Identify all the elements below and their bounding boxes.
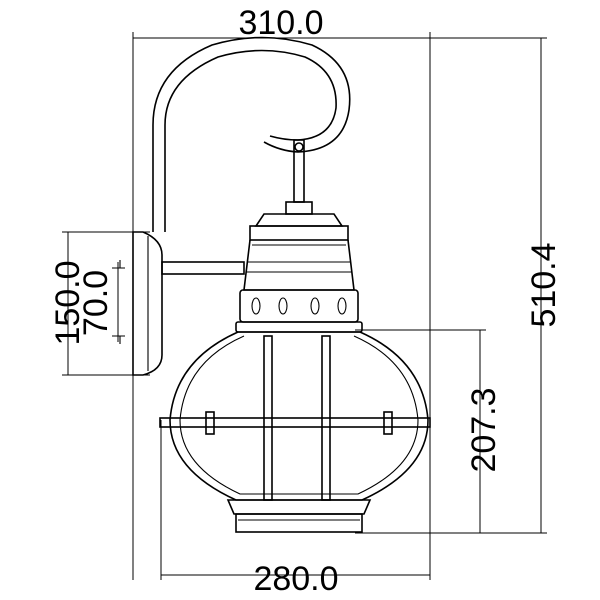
mount-spacing-label: 70.0 bbox=[77, 270, 115, 336]
lower-height-label: 207.3 bbox=[465, 387, 503, 472]
dimension-lines bbox=[62, 32, 547, 580]
scroll-hook bbox=[152, 36, 351, 232]
backplate-height-label: 150.0 bbox=[49, 260, 87, 345]
lantern-arm bbox=[161, 261, 245, 275]
top-width-label: 310.0 bbox=[238, 4, 323, 42]
lantern-cap bbox=[235, 201, 363, 333]
hanging-rod bbox=[293, 139, 305, 203]
bottom-width-label: 280.0 bbox=[253, 560, 338, 598]
lantern-base bbox=[226, 499, 372, 533]
lantern-globe bbox=[169, 331, 429, 501]
total-height-label: 510.4 bbox=[525, 242, 563, 327]
wall-backplate bbox=[116, 231, 163, 376]
